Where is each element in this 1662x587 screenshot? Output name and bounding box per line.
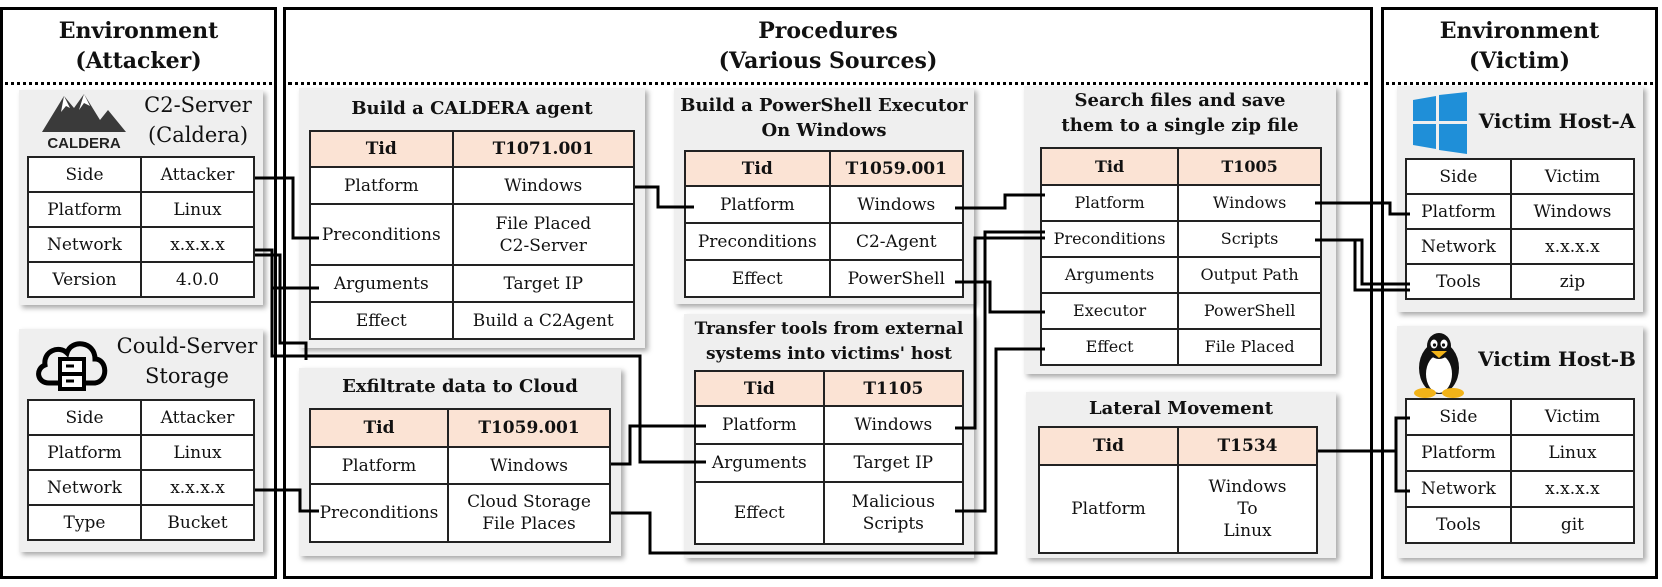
- cloud-storage-icon: [36, 341, 108, 391]
- procedure-title: Build a CALDERA agent: [351, 98, 593, 119]
- linux-tux-icon: [1414, 333, 1464, 398]
- procedure-title: Search files and save them to a single z…: [1061, 90, 1299, 136]
- procedure-title: Exfiltrate data to Cloud: [342, 376, 578, 397]
- procedure-search-files: Search files and save them to a single z…: [1024, 86, 1336, 374]
- attacker-divider: [5, 82, 272, 85]
- procedure-title: Build a PowerShell Executor On Windows: [680, 95, 968, 141]
- procedure-transfer: Transfer tools from external systems int…: [684, 314, 974, 558]
- attacker-panel-title: Environment (Attacker): [58, 18, 219, 74]
- svg-text:CALDERA: CALDERA: [47, 135, 120, 150]
- procedure-title: Lateral Movement: [1088, 398, 1274, 419]
- procedure-powershell: Build a PowerShell Executor On Windows T…: [674, 88, 974, 304]
- cloud-storage-label: Could-Server Storage: [116, 334, 258, 388]
- victim-host-b-label: Victim Host-B: [1478, 347, 1636, 371]
- windows-logo-icon: [1413, 92, 1467, 154]
- victim-host-a-label: Victim Host-A: [1478, 109, 1636, 133]
- victim-panel-title: Environment (Victim): [1439, 18, 1600, 74]
- procedures-divider: [288, 82, 1368, 85]
- caldera-logo-icon: CALDERA: [42, 94, 126, 150]
- c2-server-label: C2-Server (Caldera): [144, 93, 252, 147]
- procedures-panel-title: Procedures (Various Sources): [718, 18, 938, 74]
- victim-divider: [1386, 82, 1653, 85]
- procedure-title: Transfer tools from external systems int…: [694, 319, 964, 364]
